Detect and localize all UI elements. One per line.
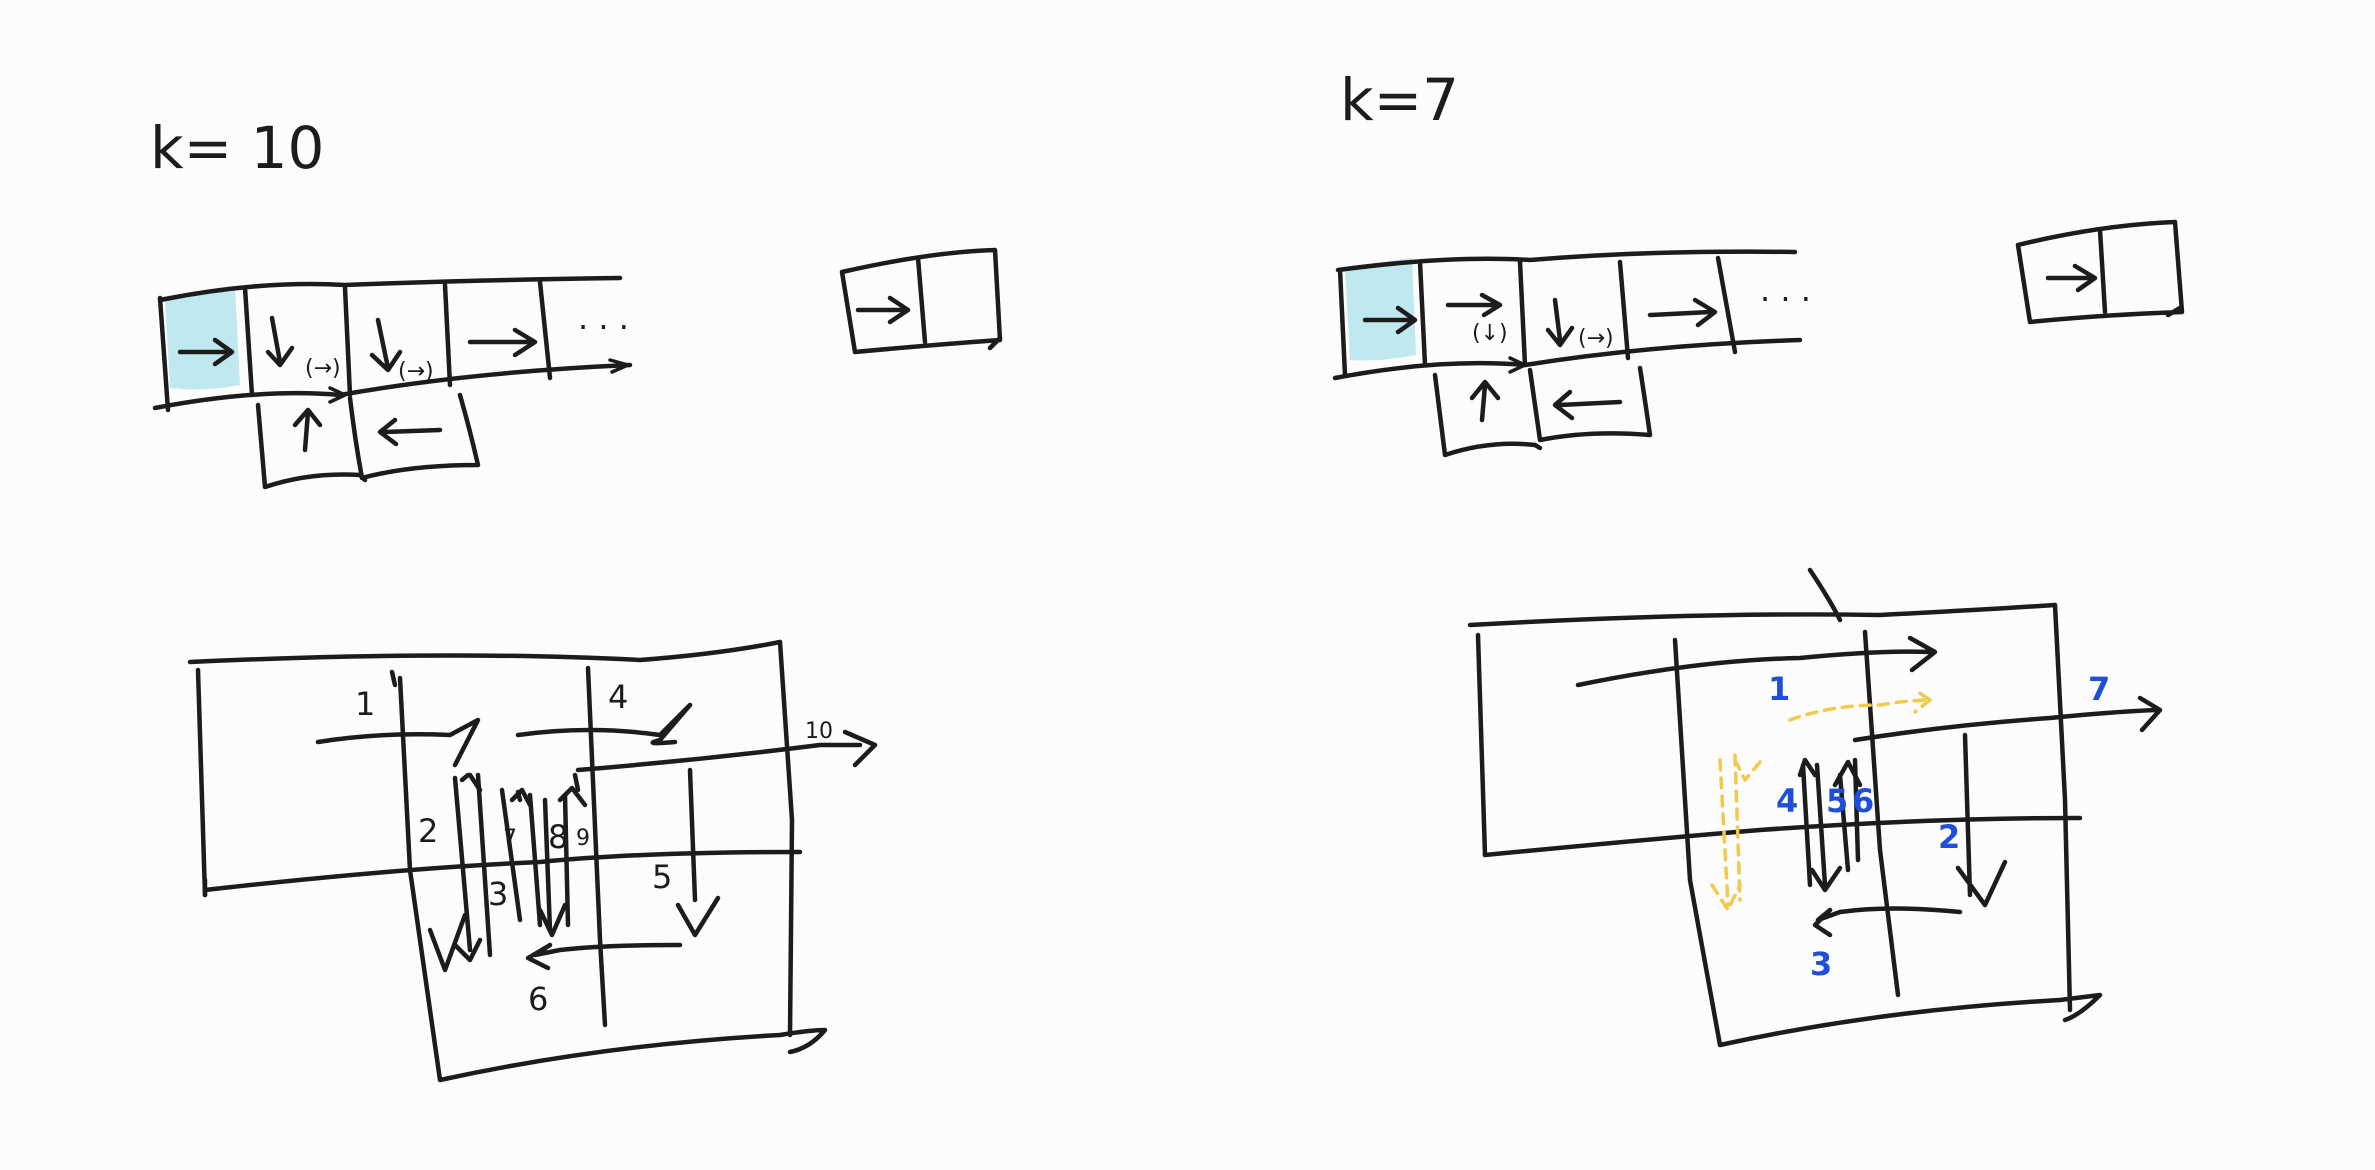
grid-label: 3	[1810, 945, 1832, 983]
grid-label: 6	[528, 980, 548, 1018]
grid-label: 8	[548, 818, 568, 856]
right-grid: 1 2 3 4 5 6 7	[1467, 567, 2163, 1048]
right-title: k=7	[1340, 66, 1459, 134]
grid-label: 6	[1852, 782, 1874, 820]
strip-ellipsis: · · ·	[578, 308, 629, 346]
grid-label: 10	[805, 719, 833, 744]
dashed-path	[1788, 688, 1932, 722]
dashed-path	[1733, 758, 1762, 782]
arrow-down-icon	[265, 315, 295, 368]
left-highlight-cell	[165, 286, 240, 390]
right-strip: (↓) (→) · · ·	[1332, 249, 1811, 458]
arrow-down-icon	[369, 317, 403, 373]
left-grid: 1 2 3 4 5 6 7 8 9 10	[187, 639, 878, 1083]
grid-label: 2	[1938, 818, 1960, 856]
grid-label: 7	[503, 826, 517, 851]
left-strip: (→) (→) · · ·	[152, 275, 633, 490]
arrow-right-icon	[1362, 305, 1418, 335]
grid-label: 4	[1776, 782, 1798, 820]
right-highlight-cell	[1345, 258, 1416, 361]
paren-arrow-label: (→)	[398, 359, 434, 384]
arrow-right-icon	[855, 295, 911, 325]
paren-arrow-label: (→)	[305, 356, 341, 381]
dashed-path	[1710, 758, 1742, 912]
arrow-right-icon	[2045, 263, 2098, 293]
grid-label: 7	[2088, 670, 2110, 708]
arrow-right-icon	[467, 327, 538, 358]
arrow-right-icon	[177, 337, 235, 367]
arrow-up-icon	[292, 407, 323, 453]
left-single-cell	[839, 247, 1003, 355]
arrow-up-icon	[1469, 379, 1501, 423]
right-single-cell	[2015, 219, 2185, 325]
grid-label: 3	[488, 875, 508, 913]
arrow-right-icon	[1647, 297, 1718, 328]
arrow-right-icon	[515, 702, 693, 746]
dashed-path	[1733, 753, 1742, 902]
grid-label: 2	[418, 812, 438, 850]
grid-label: 4	[608, 678, 628, 716]
paren-arrow-label: (→)	[1578, 326, 1614, 351]
strip-ellipsis: · · ·	[1760, 280, 1811, 318]
grid-label: 5	[652, 858, 672, 896]
arrow-down-icon	[1545, 297, 1575, 348]
arrow-right-icon	[315, 717, 481, 768]
grid-label: 9	[576, 826, 590, 851]
left-title: k= 10	[150, 114, 324, 182]
grid-label: 5	[1826, 782, 1848, 820]
grid-label: 1	[1768, 670, 1790, 708]
grid-label: 1	[355, 685, 375, 723]
arrow-left-icon	[1552, 389, 1623, 421]
arrow-left-icon	[377, 417, 443, 447]
paren-arrow-label: (↓)	[1472, 321, 1508, 346]
arrow-right-icon	[1445, 292, 1503, 318]
